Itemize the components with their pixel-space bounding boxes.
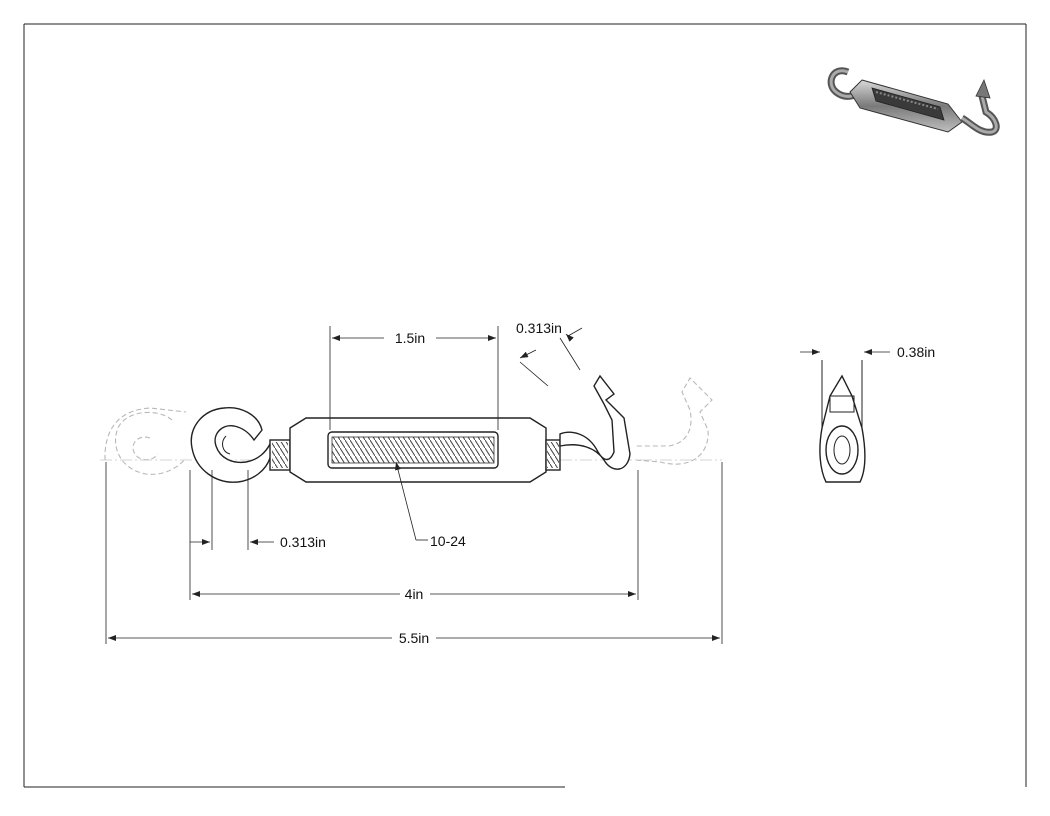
dim-body-length-label: 1.5in — [395, 330, 425, 346]
side-view — [819, 360, 866, 483]
dimension-closed-length: 4in — [189, 470, 639, 602]
dimension-open-length: 5.5in — [105, 462, 723, 646]
dim-open-length-label: 5.5in — [399, 630, 429, 646]
dim-eye-opening-label: 0.313in — [280, 534, 326, 550]
dim-hook-opening-label: 0.313in — [516, 320, 562, 336]
dimension-side-thickness: 0.38in — [800, 344, 935, 360]
thread-callout: 10-24 — [395, 461, 466, 549]
isometric-view — [827, 67, 1000, 136]
front-view — [190, 374, 631, 483]
dim-closed-length-label: 4in — [405, 586, 424, 602]
sheet-border — [23, 23, 1027, 788]
thread-size-label: 10-24 — [430, 533, 466, 549]
dimension-body-length: 1.5in — [329, 326, 499, 430]
dimension-hook-opening: 0.313in — [516, 320, 583, 387]
dimension-eye-opening: 0.313in — [190, 470, 326, 550]
dim-side-thickness-label: 0.38in — [897, 344, 935, 360]
